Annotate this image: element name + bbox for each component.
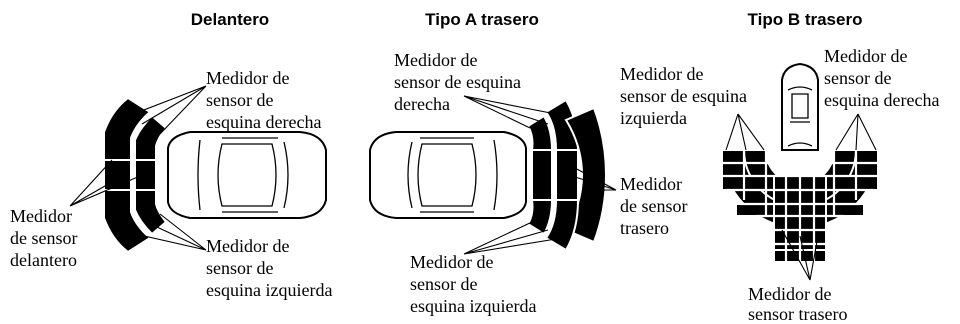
front-center-arc-inner [134,159,157,191]
rear-b-tile-column-gaps [742,150,858,262]
rear-b-title: Tipo B trasero [748,10,863,29]
rear-a-corner-right-inner [526,114,554,151]
front-corner-left-arc-inner [134,189,168,236]
rear-b-left-leader [725,113,765,151]
front-car-windshield [197,139,201,211]
rear-a-center-outer [564,106,608,244]
front-title: Delantero [191,10,269,29]
rear-b-car-windows [787,86,813,147]
rear-a-car-doors [420,137,474,213]
rear-a-title: Tipo A trasero [425,10,539,29]
front-corner-right-arc-outer [103,96,152,161]
front-left-label: Medidor de sensor de esquina izquierda [206,236,332,300]
front-car [167,131,327,219]
rear-a-left-leader [463,221,563,255]
rear-b-right-leader [835,113,877,151]
rear-b-right-label: Medidor de sensor de esquina derecha [824,46,939,110]
front-sensor-arcs [103,96,168,254]
rear-a-car-body [369,131,527,219]
rear-a-right-label: Medidor de sensor de esquina derecha [394,50,525,114]
rear-a-sensor-arcs [526,98,608,252]
rear-a-car-rear-window [407,141,413,209]
rear-b-rear-label: Medidor de sensor trasero [748,284,847,324]
rear-b-car [781,62,819,151]
rear-a-left-label: Medidor de sensor de esquina izquierda [410,252,536,316]
rear-b-car-body [781,62,819,151]
front-car-roof [217,143,277,207]
rear-b-left-label: Medidor de sensor de esquina izquierda [620,64,751,128]
rear-a-center-label: Medidor de sensor trasero [620,174,692,238]
rear-b-sensor-arcs [720,149,880,263]
rear-b-leader-lines [725,113,877,281]
rear-a-center-mid [555,149,579,201]
rear-b-rear-leader [781,229,819,281]
front-left-leader [117,213,207,251]
rear-a-leader-lines [463,95,617,255]
front-center-leader [69,159,141,207]
rear-a-car [369,131,527,219]
rear-a-panel: Tipo A trasero Medidor de [369,10,692,316]
front-leader-lines [69,85,207,251]
rear-a-corner-left-inner [526,199,554,236]
rear-a-center-inner [531,149,553,201]
front-center-label: Medidor de sensor delantero [10,206,82,270]
rear-b-panel: Tipo B trasero [620,10,939,324]
front-corner-label: Medidor de sensor de esquina derecha [206,68,321,132]
front-panel: Delantero Medidor de sensor de [10,10,332,300]
front-corner-leader [117,85,207,135]
rear-b-car-roof [791,93,809,119]
rear-a-car-windshield [493,139,498,211]
rear-a-right-leader [463,95,567,129]
front-car-body [167,131,327,219]
front-car-rear-window [283,141,289,209]
rear-a-corner-left-outer [544,199,580,252]
rear-a-center-leader [559,159,617,191]
rear-a-car-roof [417,143,477,207]
front-corner-left-arc-outer [103,189,152,254]
front-car-doors [222,137,278,213]
